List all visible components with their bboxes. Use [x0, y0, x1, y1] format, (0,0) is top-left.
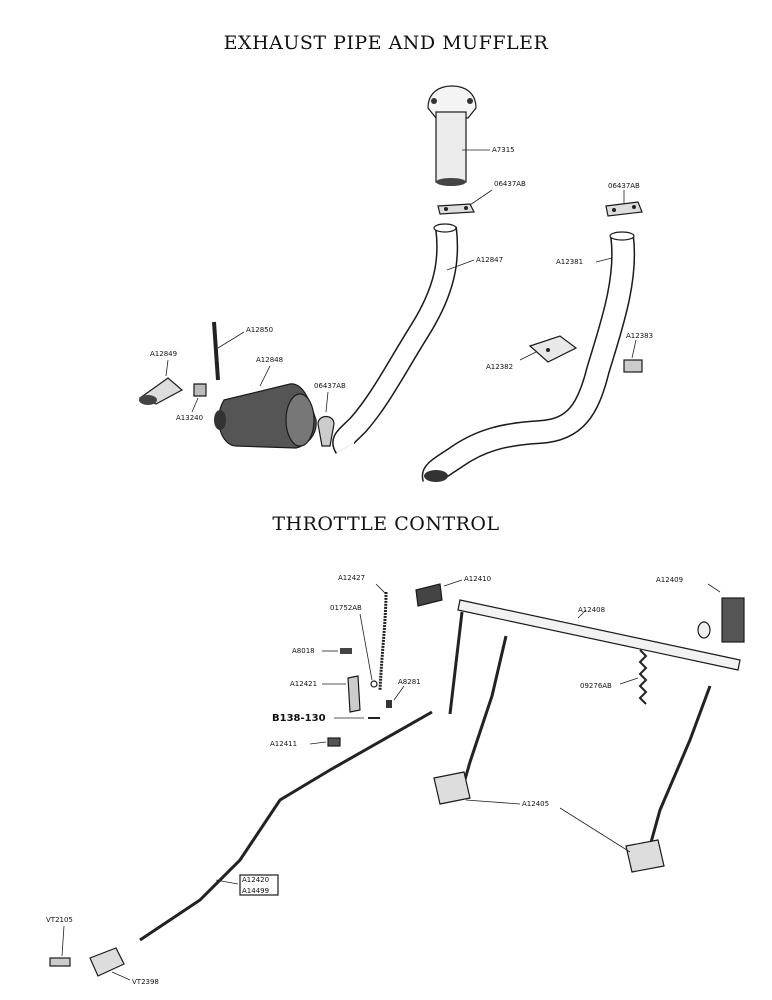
label-a8018: A8018	[292, 647, 315, 655]
exhaust-muffler-a12848	[214, 365, 317, 449]
label-a12381: A12381	[556, 258, 583, 266]
label-a12383: A12383	[626, 332, 653, 340]
throttle-clip-a12411	[309, 737, 341, 747]
label-a12427: A12427	[338, 574, 365, 582]
exhaust-tailpipe-a12849	[138, 359, 184, 405]
throttle-washer-01752ab	[359, 613, 378, 688]
exhaust-strap-a13240	[191, 383, 207, 413]
throttle-lever-a12421	[322, 675, 361, 713]
label-06437ab-3: 06437AB	[314, 382, 346, 390]
label-09276ab: 09276AB	[580, 682, 612, 690]
label-a12405: A12405	[522, 800, 549, 808]
label-a12849: A12849	[150, 350, 177, 358]
label-06437ab-1: 06437AB	[494, 180, 526, 188]
label-a12850: A12850	[246, 326, 273, 334]
label-a12847: A12847	[476, 256, 503, 264]
label-06437ab-2: 06437AB	[608, 182, 640, 190]
throttle-spring-09276ab	[619, 649, 648, 705]
exhaust-upper-pipe	[427, 85, 490, 186]
label-01752ab: 01752AB	[330, 604, 362, 612]
label-a12382: A12382	[486, 363, 513, 371]
exhaust-clip-a12383	[623, 339, 643, 373]
label-vt2105: VT2105	[46, 916, 73, 924]
exhaust-rod-a12850	[212, 321, 245, 381]
throttle-pedals-a12405	[433, 635, 712, 873]
throttle-bracket-a12409	[697, 583, 745, 643]
throttle-block-a12410	[415, 579, 463, 607]
exhaust-bracket-a12382	[519, 335, 578, 363]
exhaust-clamp-2	[605, 190, 643, 217]
label-vt2398: VT2398	[132, 978, 159, 986]
label-a12409: A12409	[656, 576, 683, 584]
throttle-cable-a12427	[375, 583, 388, 691]
label-a13240: A13240	[176, 414, 203, 422]
exhaust-section-title: EXHAUST PIPE AND MUFFLER	[223, 32, 549, 54]
label-a12421: A12421	[290, 680, 317, 688]
throttle-rod-a12420	[139, 710, 433, 942]
label-b138-130: B138-130	[272, 713, 326, 724]
label-a12410: A12410	[464, 575, 491, 583]
label-a12420: A12420	[242, 876, 269, 884]
exhaust-clamp-3	[317, 391, 335, 447]
throttle-clevis-vt2398	[89, 947, 131, 981]
throttle-nut-a8281	[386, 685, 405, 708]
label-a7315: A7315	[492, 146, 515, 154]
throttle-cross-shaft-a12408	[457, 599, 741, 671]
throttle-vertical-rod	[448, 611, 464, 715]
exhaust-pipe-a12381	[421, 231, 636, 482]
label-a12411: A12411	[270, 740, 297, 748]
label-a8281: A8281	[398, 678, 421, 686]
exhaust-clamp-1	[437, 189, 493, 215]
label-a12848: A12848	[256, 356, 283, 364]
throttle-pin-vt2105	[49, 925, 71, 967]
throttle-bolt-a8018	[322, 648, 352, 654]
label-a12408: A12408	[578, 606, 605, 614]
throttle-section-title: THROTTLE CONTROL	[272, 513, 500, 535]
label-a14499: A14499	[242, 887, 269, 895]
exhaust-pipe-a12847	[332, 223, 475, 454]
